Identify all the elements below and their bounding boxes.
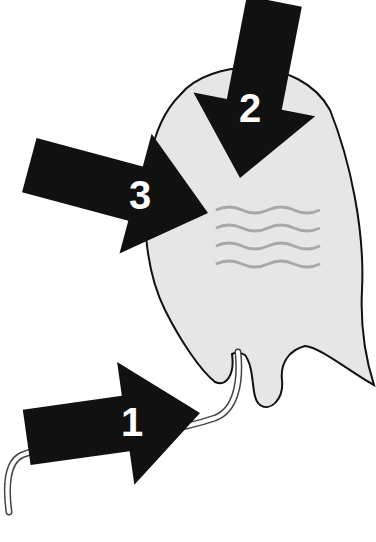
callout-number: 2 (239, 88, 261, 128)
stomach-outline (145, 68, 374, 407)
arrow (18, 352, 209, 499)
callout-number: 1 (121, 402, 143, 442)
tube (7, 352, 238, 512)
fluid-waves (216, 207, 320, 267)
callout-number: 3 (129, 175, 151, 215)
arrow (13, 105, 224, 273)
arrow (179, 0, 335, 190)
